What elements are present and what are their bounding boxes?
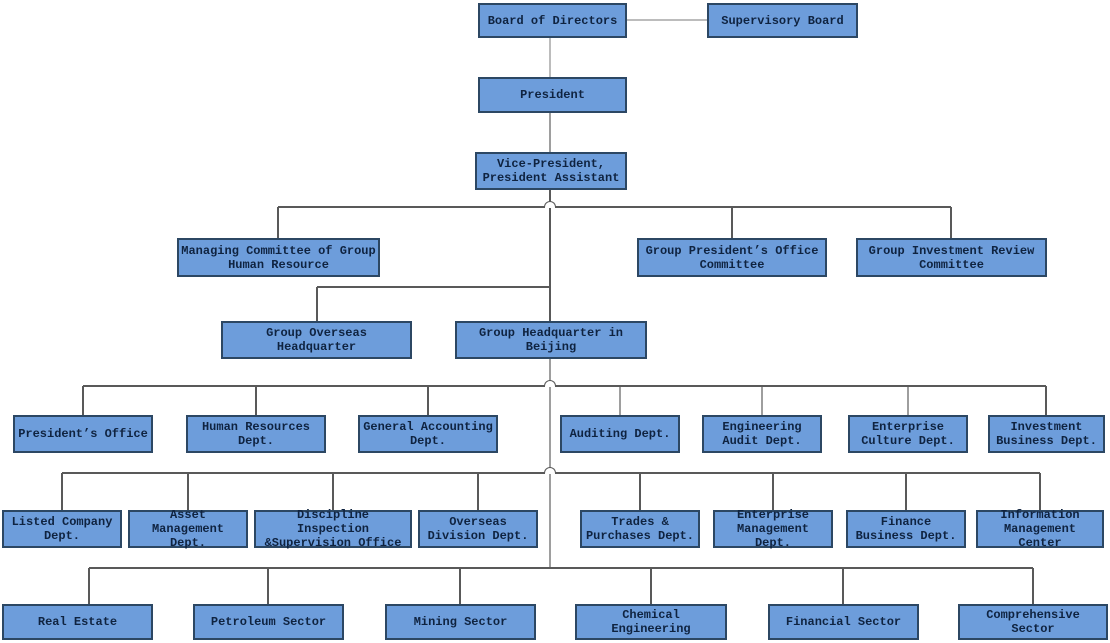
connector-v [761, 387, 763, 415]
node-president: President [478, 77, 627, 113]
connector-v [1039, 473, 1041, 510]
node-supervisory-board: Supervisory Board [707, 3, 858, 38]
connector-v [549, 113, 551, 152]
node-listed-company-dept: Listed Company Dept. [2, 510, 122, 548]
connector-h [278, 206, 951, 208]
node-group-investment-review-committee: Group Investment Review Committee [856, 238, 1047, 277]
connector-v [277, 207, 279, 238]
node-information-management-center: Information Management Center [976, 508, 1104, 550]
node-auditing-dept: Auditing Dept. [560, 415, 680, 453]
connector-v [650, 568, 652, 604]
connector-v [905, 473, 907, 510]
connector-v [255, 386, 257, 415]
connector-v [459, 568, 461, 604]
node-discipline-inspection-office: Discipline Inspection &Supervision Offic… [254, 508, 412, 550]
connector-v [842, 568, 844, 604]
node-general-accounting-dept: General Accounting Dept. [358, 415, 498, 453]
node-chemical-engineering: Chemical Engineering [575, 604, 727, 640]
node-presidents-office: President’s Office [13, 415, 153, 453]
node-human-resources-dept: Human Resources Dept. [186, 415, 326, 453]
connector-h [89, 567, 1033, 569]
connector-v [332, 473, 334, 510]
node-trades-purchases-dept: Trades & Purchases Dept. [580, 510, 700, 548]
node-engineering-audit-dept: Engineering Audit Dept. [702, 415, 822, 453]
node-investment-business-dept: Investment Business Dept. [988, 415, 1105, 453]
node-overseas-division-dept: Overseas Division Dept. [418, 510, 538, 548]
node-real-estate: Real Estate [2, 604, 153, 640]
line-jump-arc [544, 380, 556, 387]
node-board-of-directors: Board of Directors [478, 3, 627, 38]
connector-v [950, 207, 952, 238]
connector-v [316, 287, 318, 321]
connector-v [549, 359, 551, 568]
node-group-overseas-headquarter: Group Overseas Headquarter [221, 321, 412, 359]
connector-v [549, 190, 551, 321]
node-petroleum-sector: Petroleum Sector [193, 604, 344, 640]
connector-v [772, 473, 774, 510]
node-comprehensive-sector: Comprehensive Sector [958, 604, 1108, 640]
connector-v [731, 207, 733, 238]
connector-v [549, 38, 551, 77]
connector-h [83, 385, 1046, 387]
node-financial-sector: Financial Sector [768, 604, 919, 640]
node-group-headquarter-beijing: Group Headquarter in Beijing [455, 321, 647, 359]
connector-v [427, 386, 429, 415]
connector-v [61, 473, 63, 510]
node-enterprise-culture-dept: Enterprise Culture Dept. [848, 415, 968, 453]
node-managing-committee: Managing Committee of Group Human Resour… [177, 238, 380, 277]
connector-v [88, 568, 90, 604]
connector-v [1032, 568, 1034, 604]
connector-v [1045, 386, 1047, 415]
connector-v [619, 387, 621, 415]
connector-v [477, 473, 479, 510]
node-finance-business-dept: Finance Business Dept. [846, 510, 966, 548]
connector-v [267, 568, 269, 604]
connector-v [187, 473, 189, 510]
node-mining-sector: Mining Sector [385, 604, 536, 640]
connector-v [907, 387, 909, 415]
connector-v [82, 386, 84, 415]
connector-h [627, 19, 707, 21]
node-group-presidents-office-committee: Group President’s Office Committee [637, 238, 827, 277]
connector-h [317, 286, 550, 288]
line-jump-arc [544, 467, 556, 474]
line-jump-arc [544, 201, 556, 208]
connector-v [639, 473, 641, 510]
node-asset-management-dept: Asset Management Dept. [128, 508, 248, 550]
node-enterprise-management-dept: Enterprise Management Dept. [713, 508, 833, 550]
node-vice-president: Vice-President, President Assistant [475, 152, 627, 190]
